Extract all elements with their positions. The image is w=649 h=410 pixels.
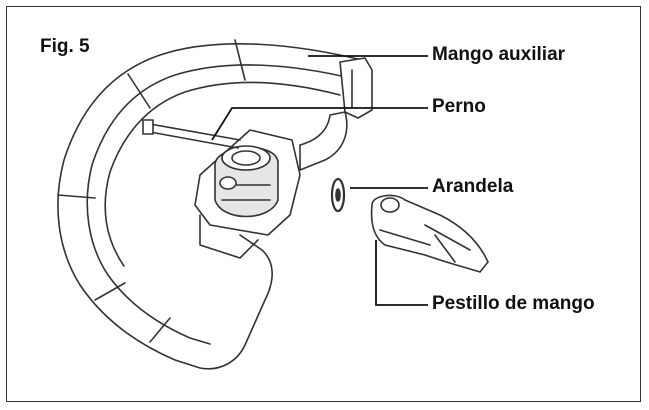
handle-end-cap: [339, 57, 373, 119]
clamp-bore: [221, 145, 271, 171]
label-pestillo: Pestillo de mango: [432, 293, 595, 314]
grip-segment-line: [127, 73, 151, 109]
label-arandela: Arandela: [432, 176, 514, 197]
grip-segment-line: [149, 317, 171, 343]
clamp-knob: [219, 176, 237, 190]
leader-pestillo: [375, 240, 428, 306]
latch-button: [380, 197, 400, 213]
washer-hole: [335, 188, 341, 202]
handle-latch: [370, 194, 489, 273]
leader-perno: [211, 107, 428, 141]
auxiliary-handle-inner: [86, 64, 351, 345]
handle-arm: [299, 111, 348, 171]
latch-ridges: [379, 224, 471, 263]
pin: [149, 123, 241, 149]
pin-head: [142, 119, 154, 135]
auxiliary-handle-edge: [104, 81, 341, 267]
label-mango-auxiliar: Mango auxiliar: [432, 44, 566, 65]
figure-title: Fig. 5: [40, 36, 90, 57]
grip-segment-line: [57, 194, 96, 199]
grip-segment-line: [234, 39, 246, 81]
grip-segment-line: [94, 282, 126, 301]
label-perno: Perno: [432, 96, 486, 117]
clamp-bore-inner: [231, 150, 261, 166]
clamp-base: [199, 214, 259, 259]
